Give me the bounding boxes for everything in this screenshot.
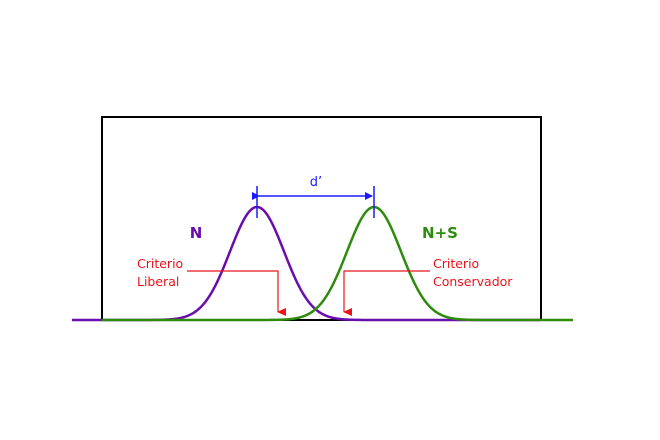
signal-label: N+S xyxy=(422,224,458,242)
liberal-criterion-label-line1: Criterio xyxy=(137,256,183,271)
dprime-label: d’ xyxy=(310,175,322,190)
noise-label: N xyxy=(190,224,203,242)
liberal-criterion-label-line2: Liberal xyxy=(137,274,179,289)
signal-noise-distribution-curve xyxy=(102,205,573,322)
liberal-criterion-arrow xyxy=(187,270,286,316)
conservative-criterion-arrow xyxy=(343,270,430,316)
frame-box xyxy=(101,116,542,321)
conservative-criterion-label-line2: Conservador xyxy=(433,274,513,289)
conservative-criterion-label-line1: Criterio xyxy=(433,256,479,271)
